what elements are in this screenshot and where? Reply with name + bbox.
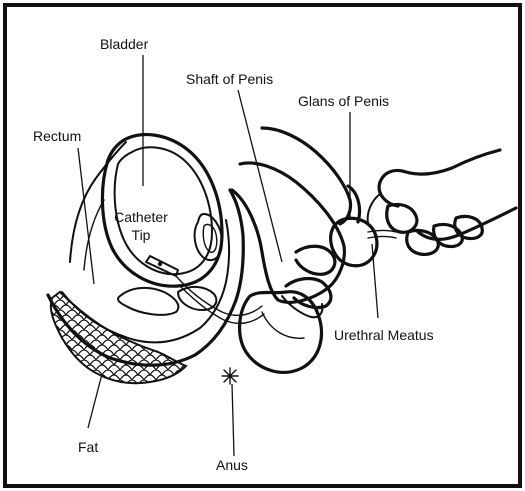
label-fat: Fat (78, 439, 98, 455)
penis-shaft (232, 163, 344, 302)
leader-rectum (78, 148, 94, 284)
catheter-tube-bottom (368, 237, 396, 239)
label-anus: Anus (216, 457, 248, 473)
fat-region (51, 292, 186, 383)
leader-anus (232, 384, 234, 456)
label-catheter-tip-line1: Catheter (114, 209, 168, 225)
label-rectum: Rectum (33, 128, 81, 144)
hand-left-finger-2 (296, 246, 335, 274)
label-urethral-meatus: Urethral Meatus (334, 327, 434, 343)
scrotum (240, 292, 322, 373)
label-shaft-of-penis: Shaft of Penis (186, 71, 273, 87)
label-bladder: Bladder (100, 36, 149, 52)
hand-left-back (262, 128, 351, 224)
anus-mark (222, 368, 238, 384)
leader-fat (88, 374, 102, 428)
rectum-outline (70, 142, 126, 262)
rectum-wall (84, 200, 104, 270)
label-glans-of-penis: Glans of Penis (298, 93, 389, 109)
hand-right-thumb (368, 194, 380, 224)
glans (331, 218, 377, 266)
catheter-tube-top (368, 231, 396, 233)
hand-right-wrist (379, 150, 500, 206)
label-catheter-tip-line2: Tip (132, 227, 151, 243)
hand-right-finger-1 (387, 204, 417, 232)
scrotum-fold (262, 312, 304, 338)
prostate (118, 288, 178, 315)
catheter-eye (158, 262, 162, 266)
